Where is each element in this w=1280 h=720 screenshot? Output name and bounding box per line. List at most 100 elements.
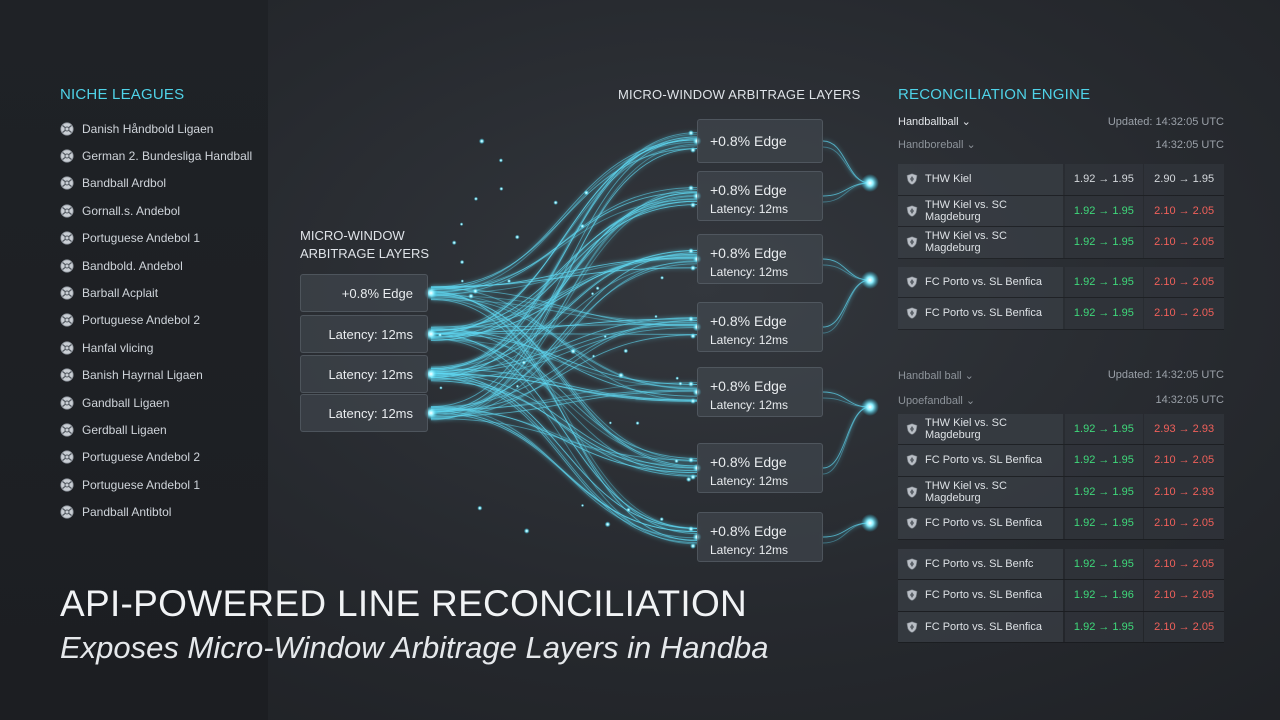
input-layer-box[interactable]: +0.8% Edge: [300, 274, 428, 312]
input-layer-box[interactable]: Latency: 12ms: [300, 394, 428, 432]
team-crest-icon: [906, 517, 918, 530]
odds-home: 1.92 → 1.95: [1064, 195, 1144, 226]
league-item[interactable]: Gandball Ligaen: [60, 389, 252, 416]
network-node: [861, 514, 879, 532]
arbitrage-link: [430, 139, 698, 290]
league-label: Portuguese Andebol 1: [82, 231, 201, 246]
network-node: [439, 386, 443, 390]
recon-header: Handboreball ⌄14:32:05 UTC: [898, 133, 1224, 156]
league-item[interactable]: Barball Acplait: [60, 279, 252, 306]
league-dropdown[interactable]: Handballball ⌄: [898, 116, 971, 128]
league-label: Gerdball Ligaen: [82, 422, 167, 437]
odds-away: 2.10 → 2.93: [1144, 476, 1224, 507]
network-node: [604, 521, 611, 528]
league-dropdown[interactable]: Handball ball ⌄: [898, 369, 974, 382]
output-layer-box[interactable]: +0.8% Edge: [697, 119, 823, 163]
arbitrage-link: [822, 279, 871, 328]
network-node: [688, 316, 694, 322]
match-label: THW Kiel vs. SC Magdeburg: [925, 416, 1007, 441]
league-item[interactable]: Portuguese Andebol 1: [60, 225, 252, 252]
odds-home: 1.92 → 1.95: [1064, 227, 1144, 258]
match-label: FC Porto vs. SL Benfica: [925, 517, 1042, 530]
arbitrage-link: [430, 334, 698, 413]
league-item[interactable]: Portuguese Andebol 1: [60, 471, 252, 498]
arbitrage-link: [430, 328, 698, 397]
league-item[interactable]: Banish Hayrnal Ligaen: [60, 362, 252, 389]
input-layer-label: Latency: 12ms: [328, 405, 413, 421]
league-label: Portuguese Andebol 2: [82, 313, 201, 328]
team-crest-icon: [906, 558, 918, 570]
league-item[interactable]: Bandbold. Andebol: [60, 252, 252, 279]
network-node: [570, 348, 577, 355]
network-node: [623, 348, 629, 354]
handball-icon: [60, 122, 74, 136]
network-node: [690, 202, 696, 208]
input-layer-label: Latency: 12ms: [328, 366, 413, 382]
network-node: [580, 503, 585, 508]
match-label: THW Kiel vs. SC Magdeburg: [925, 479, 1007, 504]
match-cell: FC Porto vs. SL Benfica: [898, 611, 1063, 642]
league-item[interactable]: Danish Håndbold Ligaen: [60, 115, 252, 142]
team-crest-icon: [906, 621, 918, 633]
match-cell: FC Porto vs. SL Benfica: [898, 445, 1063, 476]
network-node: [688, 381, 694, 387]
league-item[interactable]: German 2. Bundesliga Handball: [60, 142, 252, 169]
team-crest-icon: [906, 173, 918, 186]
arbitrage-link: [430, 407, 698, 474]
network-node: [688, 248, 694, 254]
network-title-left-line2: ARBITRAGE LAYERS: [300, 246, 430, 261]
network-node: [523, 528, 530, 534]
league-item[interactable]: Hanfal vlicing: [60, 334, 252, 361]
network-node: [553, 200, 559, 206]
arbitrage-link: [430, 261, 698, 378]
updated-timestamp: 14:32:05 UTC: [1155, 394, 1224, 406]
league-item[interactable]: Portuguese Andebol 2: [60, 444, 252, 471]
league-item[interactable]: Gerdball Ligaen: [60, 416, 252, 443]
arbitrage-link: [430, 317, 698, 372]
handball-icon: [60, 395, 74, 410]
league-dropdown[interactable]: Upoefandball ⌄: [898, 394, 976, 407]
league-item[interactable]: Bandball Ardbol: [60, 170, 252, 197]
arbitrage-link: [822, 140, 871, 184]
arbitrage-link: [430, 377, 698, 544]
odds-away: 2.10 → 2.05: [1144, 611, 1224, 642]
latency-label: Latency: 12ms: [710, 398, 789, 412]
network-node: [437, 332, 443, 338]
league-item[interactable]: Pandball Antibtol: [60, 498, 252, 525]
arbitrage-link: [430, 324, 698, 374]
handball-icon: [60, 505, 74, 519]
network-node: [675, 376, 680, 381]
hero-subtitle: Exposes Micro-Window Arbitrage Layers in…: [60, 630, 769, 665]
network-node: [477, 505, 483, 511]
arbitrage-link: [430, 200, 698, 368]
input-layer-box[interactable]: Latency: 12ms: [300, 355, 428, 393]
odds-away: 2.10 → 2.05: [1144, 548, 1224, 579]
arbitrage-link: [430, 198, 698, 338]
league-dropdown[interactable]: Handboreball ⌄: [898, 139, 976, 151]
league-item[interactable]: Portuguese Andebol 2: [60, 307, 252, 334]
league-item[interactable]: Gornall.s. Andebol: [60, 197, 252, 224]
input-layer-box[interactable]: Latency: 12ms: [300, 315, 428, 353]
odds-away: 2.90 → 1.95: [1144, 164, 1224, 195]
team-crest-icon: [906, 205, 918, 217]
recon-header: Handball ball ⌄Updated: 14:32:05 UTC: [898, 364, 1224, 387]
match-cell: THW Kiel vs. SC Magdeburg: [898, 413, 1063, 444]
